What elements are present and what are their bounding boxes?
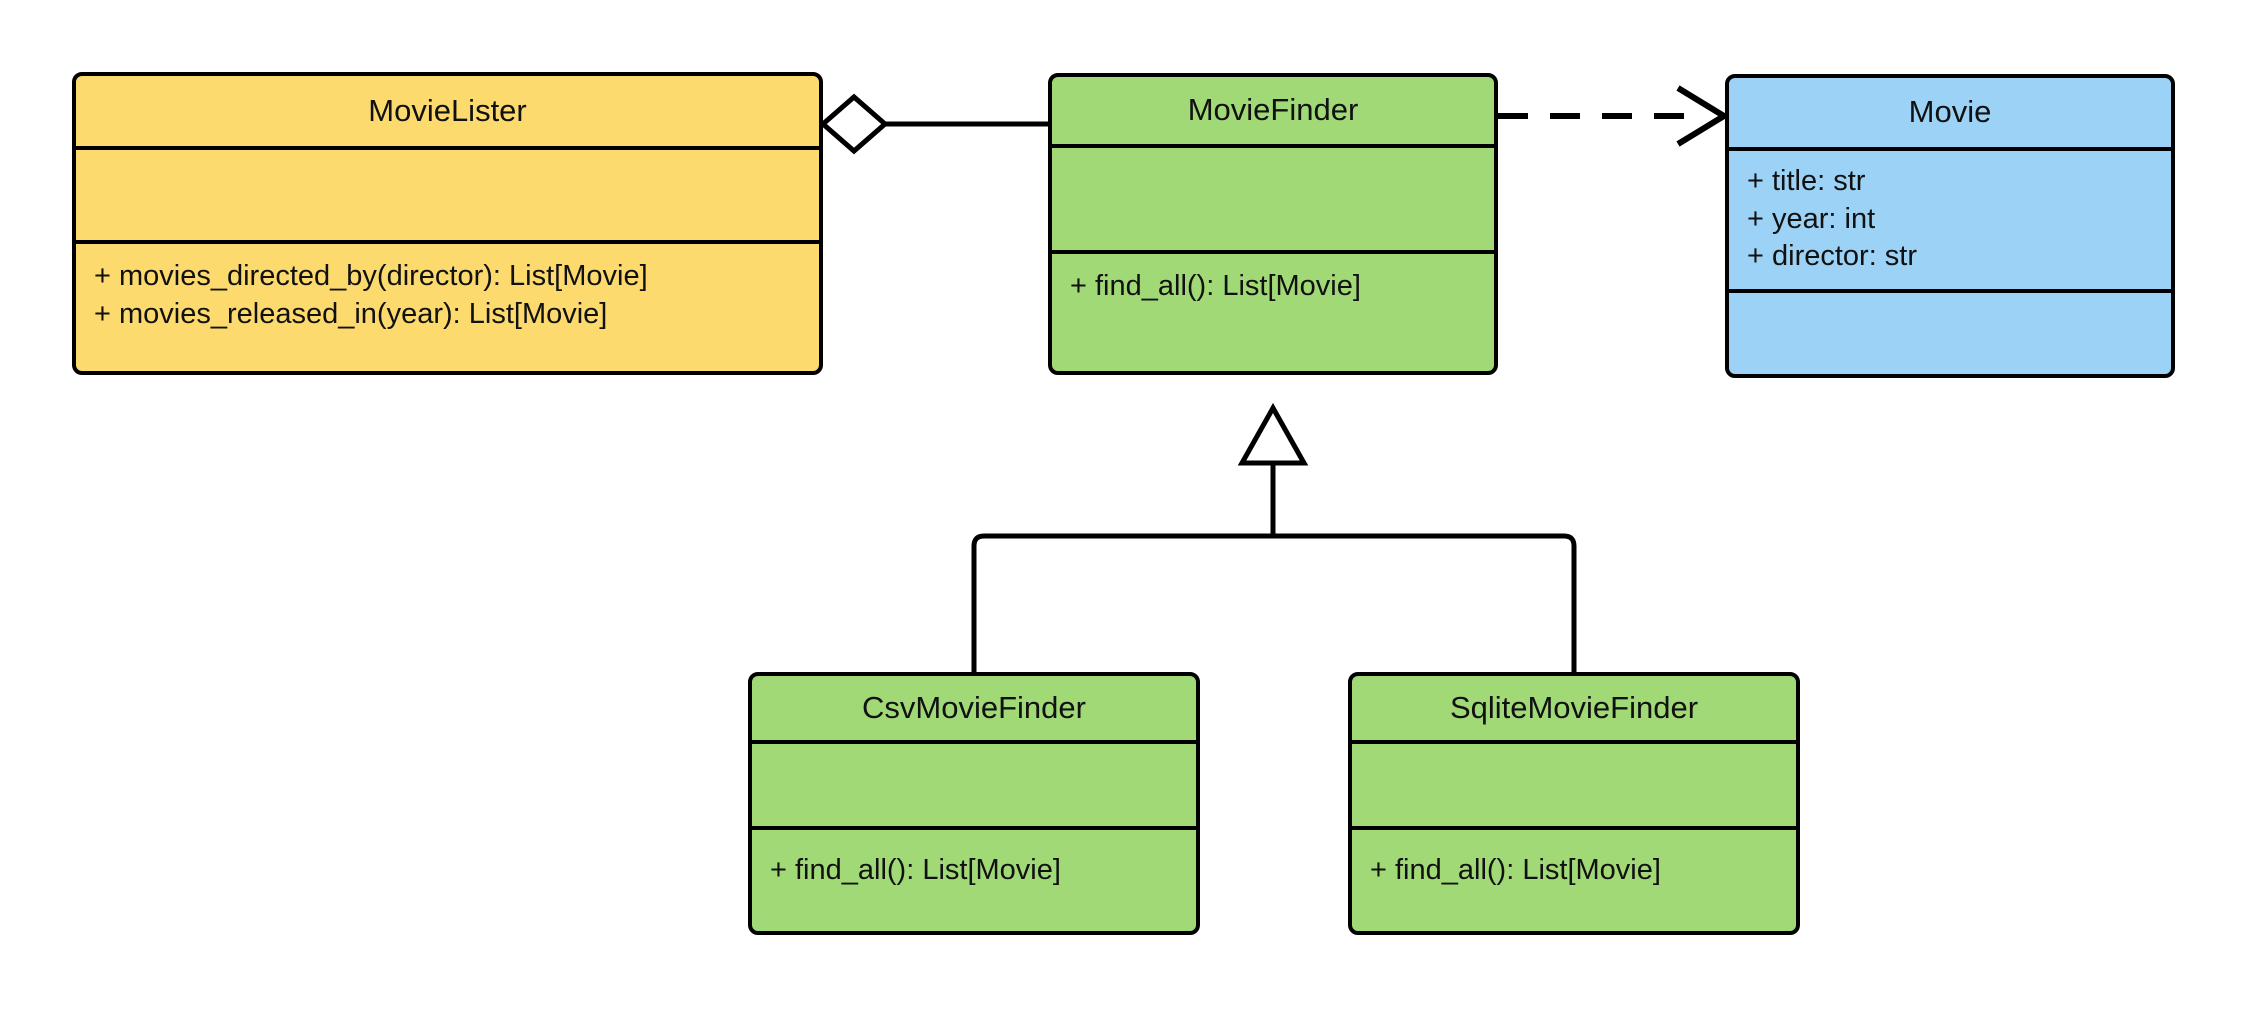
class-box-csv-movie-finder[interactable]: CsvMovieFinder + find_all(): List[Movie] [748,672,1200,935]
methods-compartment-movie [1729,289,2171,374]
attributes-compartment-movie-finder [1052,144,1494,250]
method-item: + find_all(): List[Movie] [1070,270,1361,302]
method-item: + find_all(): List[Movie] [770,854,1061,886]
attributes-compartment-sqlite-movie-finder [1352,740,1796,826]
methods-compartment-csv-movie-finder: + find_all(): List[Movie] [752,826,1196,931]
class-box-movie[interactable]: Movie + title: str + year: int + directo… [1725,74,2175,378]
open-arrow-icon [1676,85,1730,147]
hollow-diamond-icon [819,93,889,155]
attribute-item: + title: str [1747,165,1866,197]
class-name-movie-finder: MovieFinder [1187,92,1359,127]
class-box-movie-lister[interactable]: MovieLister + movies_directed_by(directo… [72,72,823,375]
class-name-csv-movie-finder: CsvMovieFinder [862,689,1086,725]
method-item: + movies_released_in(year): List[Movie] [94,297,608,330]
dependency-finder-movie[interactable] [1498,85,1730,147]
class-name-movie: Movie [1908,94,1992,129]
methods-compartment-movie-finder: + find_all(): List[Movie] [1052,250,1494,371]
class-name-sqlite-movie-finder: SqliteMovieFinder [1449,689,1699,725]
attribute-item: + director: str [1747,240,1918,273]
attribute-item: + year: int [1747,202,1876,235]
attributes-compartment-movie: + title: str + year: int + director: str [1729,147,2171,289]
generalization-branch-csv [971,533,1273,672]
class-name-movie-lister: MovieLister [368,92,527,128]
method-item: + find_all(): List[Movie] [1370,854,1661,886]
generalization-branch-sqlite [1273,533,1577,672]
methods-compartment-sqlite-movie-finder: + find_all(): List[Movie] [1352,826,1796,931]
generalization-to-movie-finder[interactable] [971,402,1577,672]
attributes-compartment-csv-movie-finder [752,740,1196,826]
class-box-movie-finder[interactable]: MovieFinder + find_all(): List[Movie] [1048,73,1498,375]
hollow-triangle-icon [1237,402,1309,466]
aggregation-lister-finder[interactable] [819,93,1048,155]
method-item: + movies_directed_by(director): List[Mov… [94,260,648,292]
methods-compartment-movie-lister: + movies_directed_by(director): List[Mov… [76,240,819,371]
attributes-compartment-movie-lister [76,146,819,240]
class-box-sqlite-movie-finder[interactable]: SqliteMovieFinder + find_all(): List[Mov… [1348,672,1800,935]
